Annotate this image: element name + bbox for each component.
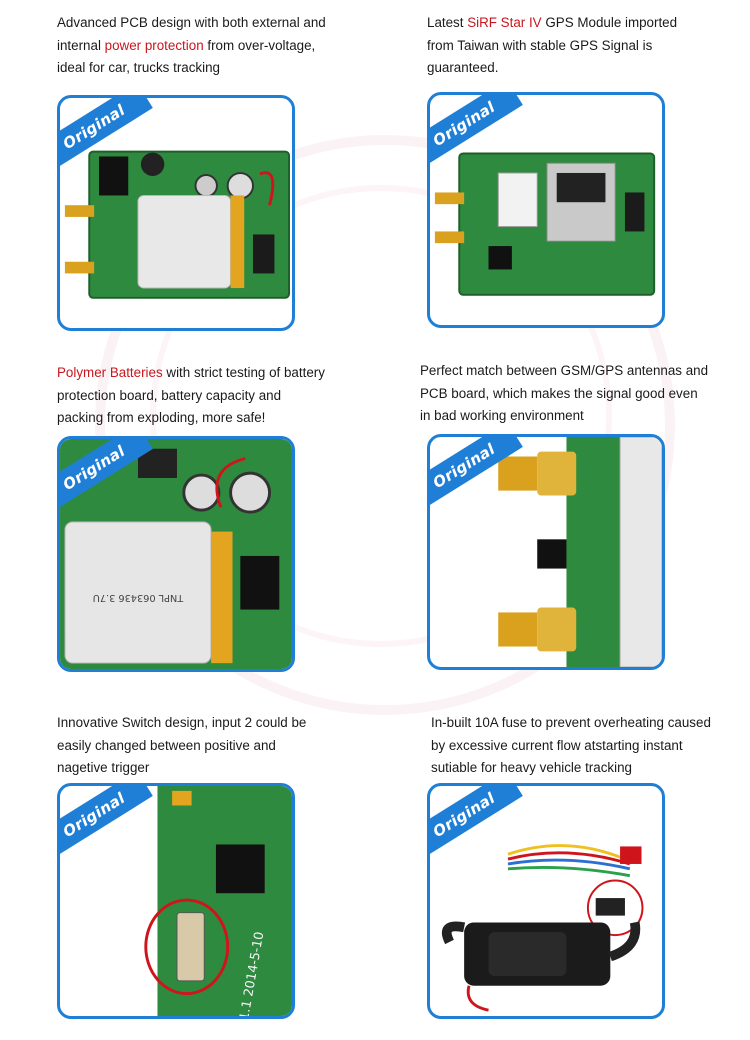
highlight-text: SiRF Star IV bbox=[467, 15, 542, 30]
feature-power-description: Advanced PCB design with both external a… bbox=[57, 12, 327, 80]
highlight-text: power protection bbox=[104, 37, 204, 53]
text-part: from over-voltage, ideal for car, trucks… bbox=[57, 37, 316, 76]
pcb-board-icon bbox=[64, 150, 291, 299]
gps-module-icon bbox=[434, 152, 656, 296]
highlight-text: Polymer Batteries bbox=[57, 365, 163, 380]
text-part: Advanced PCB design with both external a… bbox=[57, 15, 326, 53]
photo-antenna: Original bbox=[427, 434, 665, 670]
text-part: Perfect match between GSM/GPS antennas a… bbox=[420, 363, 709, 424]
photo-gps-module: Original bbox=[427, 92, 665, 328]
fuse-cable-icon bbox=[441, 844, 644, 1012]
feature-switch: Innovative Switch design, input 2 could … bbox=[57, 712, 327, 780]
feature-gps: Latest SiRF Star IV GPS Module imported … bbox=[427, 12, 707, 80]
battery-label: TNPL 063436 3.7U bbox=[93, 592, 184, 603]
photo-fuse: Original bbox=[427, 783, 665, 1019]
text-part: Latest bbox=[427, 15, 468, 30]
photo-pcb-board: Original bbox=[57, 95, 295, 331]
feature-battery-description: Polymer Batteries with strict testing of… bbox=[57, 362, 327, 430]
text-part: In-built 10A fuse to prevent overheating… bbox=[431, 715, 711, 776]
feature-antenna: Perfect match between GSM/GPS antennas a… bbox=[420, 360, 710, 428]
text-part: GPS Module imported from Taiwan with sta… bbox=[427, 15, 678, 76]
feature-power: Advanced PCB design with both external a… bbox=[57, 12, 327, 80]
feature-fuse-description: In-built 10A fuse to prevent overheating… bbox=[431, 712, 726, 780]
switch-icon: V1.1 2014-5-10 bbox=[144, 786, 292, 1016]
feature-switch-description: Innovative Switch design, input 2 could … bbox=[57, 712, 327, 780]
antenna-connector-icon bbox=[498, 437, 662, 667]
photo-switch: Original V1.1 2014-5-10 bbox=[57, 783, 295, 1019]
feature-fuse: In-built 10A fuse to prevent overheating… bbox=[431, 712, 726, 780]
text-part: with strict testing of battery protectio… bbox=[57, 365, 325, 426]
text-part: Innovative Switch design, input 2 could … bbox=[57, 715, 307, 776]
feature-antenna-description: Perfect match between GSM/GPS antennas a… bbox=[420, 360, 710, 428]
feature-gps-description: Latest SiRF Star IV GPS Module imported … bbox=[427, 12, 707, 80]
photo-battery: Original TNPL 063436 3.7U bbox=[57, 436, 295, 672]
feature-battery: Polymer Batteries with strict testing of… bbox=[57, 362, 327, 430]
